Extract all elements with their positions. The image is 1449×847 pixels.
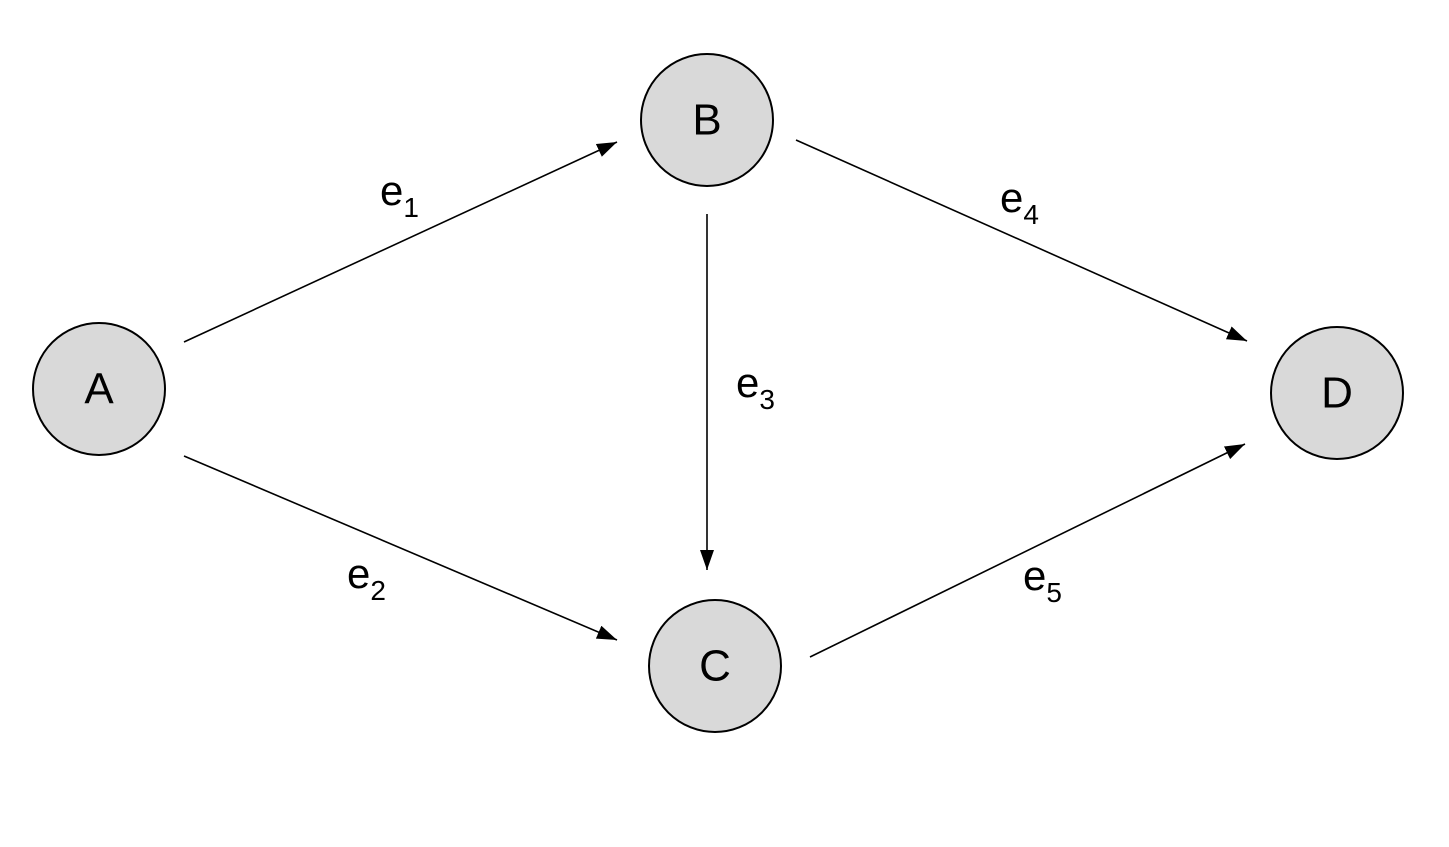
- edge-label-e2: e2: [347, 550, 386, 606]
- edge-label-e4-base: e: [1000, 174, 1023, 221]
- edge-e2-arrow[interactable]: [183, 455, 618, 641]
- edge-e4-arrow[interactable]: [795, 139, 1248, 342]
- node-b-circle: [640, 53, 774, 187]
- edge-label-e5-sub: 5: [1046, 577, 1062, 608]
- edge-label-e1-sub: 1: [403, 192, 419, 223]
- edge-label-e2-sub: 2: [370, 575, 386, 606]
- node-a[interactable]: A: [32, 322, 166, 456]
- edge-label-e1: e1: [380, 167, 419, 223]
- node-c[interactable]: C: [648, 599, 782, 733]
- edge-label-e5: e5: [1023, 552, 1062, 608]
- node-a-circle: [32, 322, 166, 456]
- edge-label-e4-sub: 4: [1023, 199, 1039, 230]
- node-c-circle: [648, 599, 782, 733]
- node-b[interactable]: B: [640, 53, 774, 187]
- edge-label-e4: e4: [1000, 174, 1039, 230]
- edge-label-e5-base: e: [1023, 552, 1046, 599]
- node-d-label: D: [1321, 369, 1353, 418]
- edge-label-e3-sub: 3: [759, 384, 775, 415]
- node-c-label: C: [699, 642, 731, 691]
- edge-label-e3-base: e: [736, 359, 759, 406]
- edges: [183, 139, 1248, 658]
- edge-label-e3: e3: [736, 359, 775, 415]
- node-d-circle: [1270, 326, 1404, 460]
- node-d[interactable]: D: [1270, 326, 1404, 460]
- edge-label-e1-base: e: [380, 167, 403, 214]
- edge-e5-arrow[interactable]: [809, 443, 1246, 658]
- node-a-label: A: [84, 365, 114, 414]
- node-b-label: B: [692, 96, 721, 145]
- nodes: A B C D: [32, 53, 1404, 733]
- edge-e1-arrow[interactable]: [183, 141, 618, 343]
- edge-label-e2-base: e: [347, 550, 370, 597]
- edge-labels: e1 e2 e3 e4 e5: [347, 167, 1062, 608]
